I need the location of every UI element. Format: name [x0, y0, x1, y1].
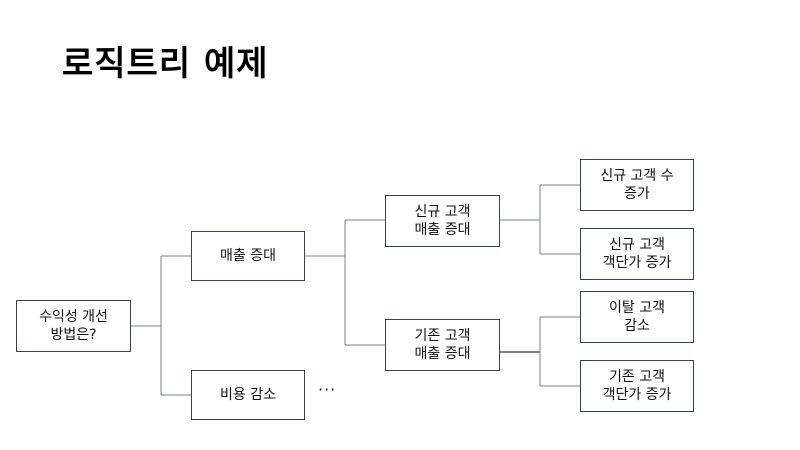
node-reduce-costs: 비용 감소	[191, 370, 305, 420]
node-churn-reduction: 이탈 고객 감소	[580, 291, 694, 343]
connector-new-customers	[500, 184, 580, 255]
connector-existing-customers	[500, 316, 580, 387]
node-existing-customer-spend: 기존 고객 객단가 증가	[580, 360, 694, 412]
node-existing-customer-sales: 기존 고객 매출 증대	[385, 319, 500, 371]
slide-title: 로직트리 예제	[62, 44, 269, 84]
connector-root	[131, 255, 191, 396]
node-increase-sales: 매출 증대	[191, 231, 305, 281]
node-new-customer-count: 신규 고객 수 증가	[580, 159, 694, 211]
node-new-customer-sales: 신규 고객 매출 증대	[385, 195, 500, 247]
ellipsis-more: ···	[318, 380, 337, 399]
connector-sales	[305, 219, 385, 346]
node-new-customer-spend: 신규 고객 객단가 증가	[580, 228, 694, 280]
node-root: 수익성 개선 방법은?	[16, 300, 131, 352]
